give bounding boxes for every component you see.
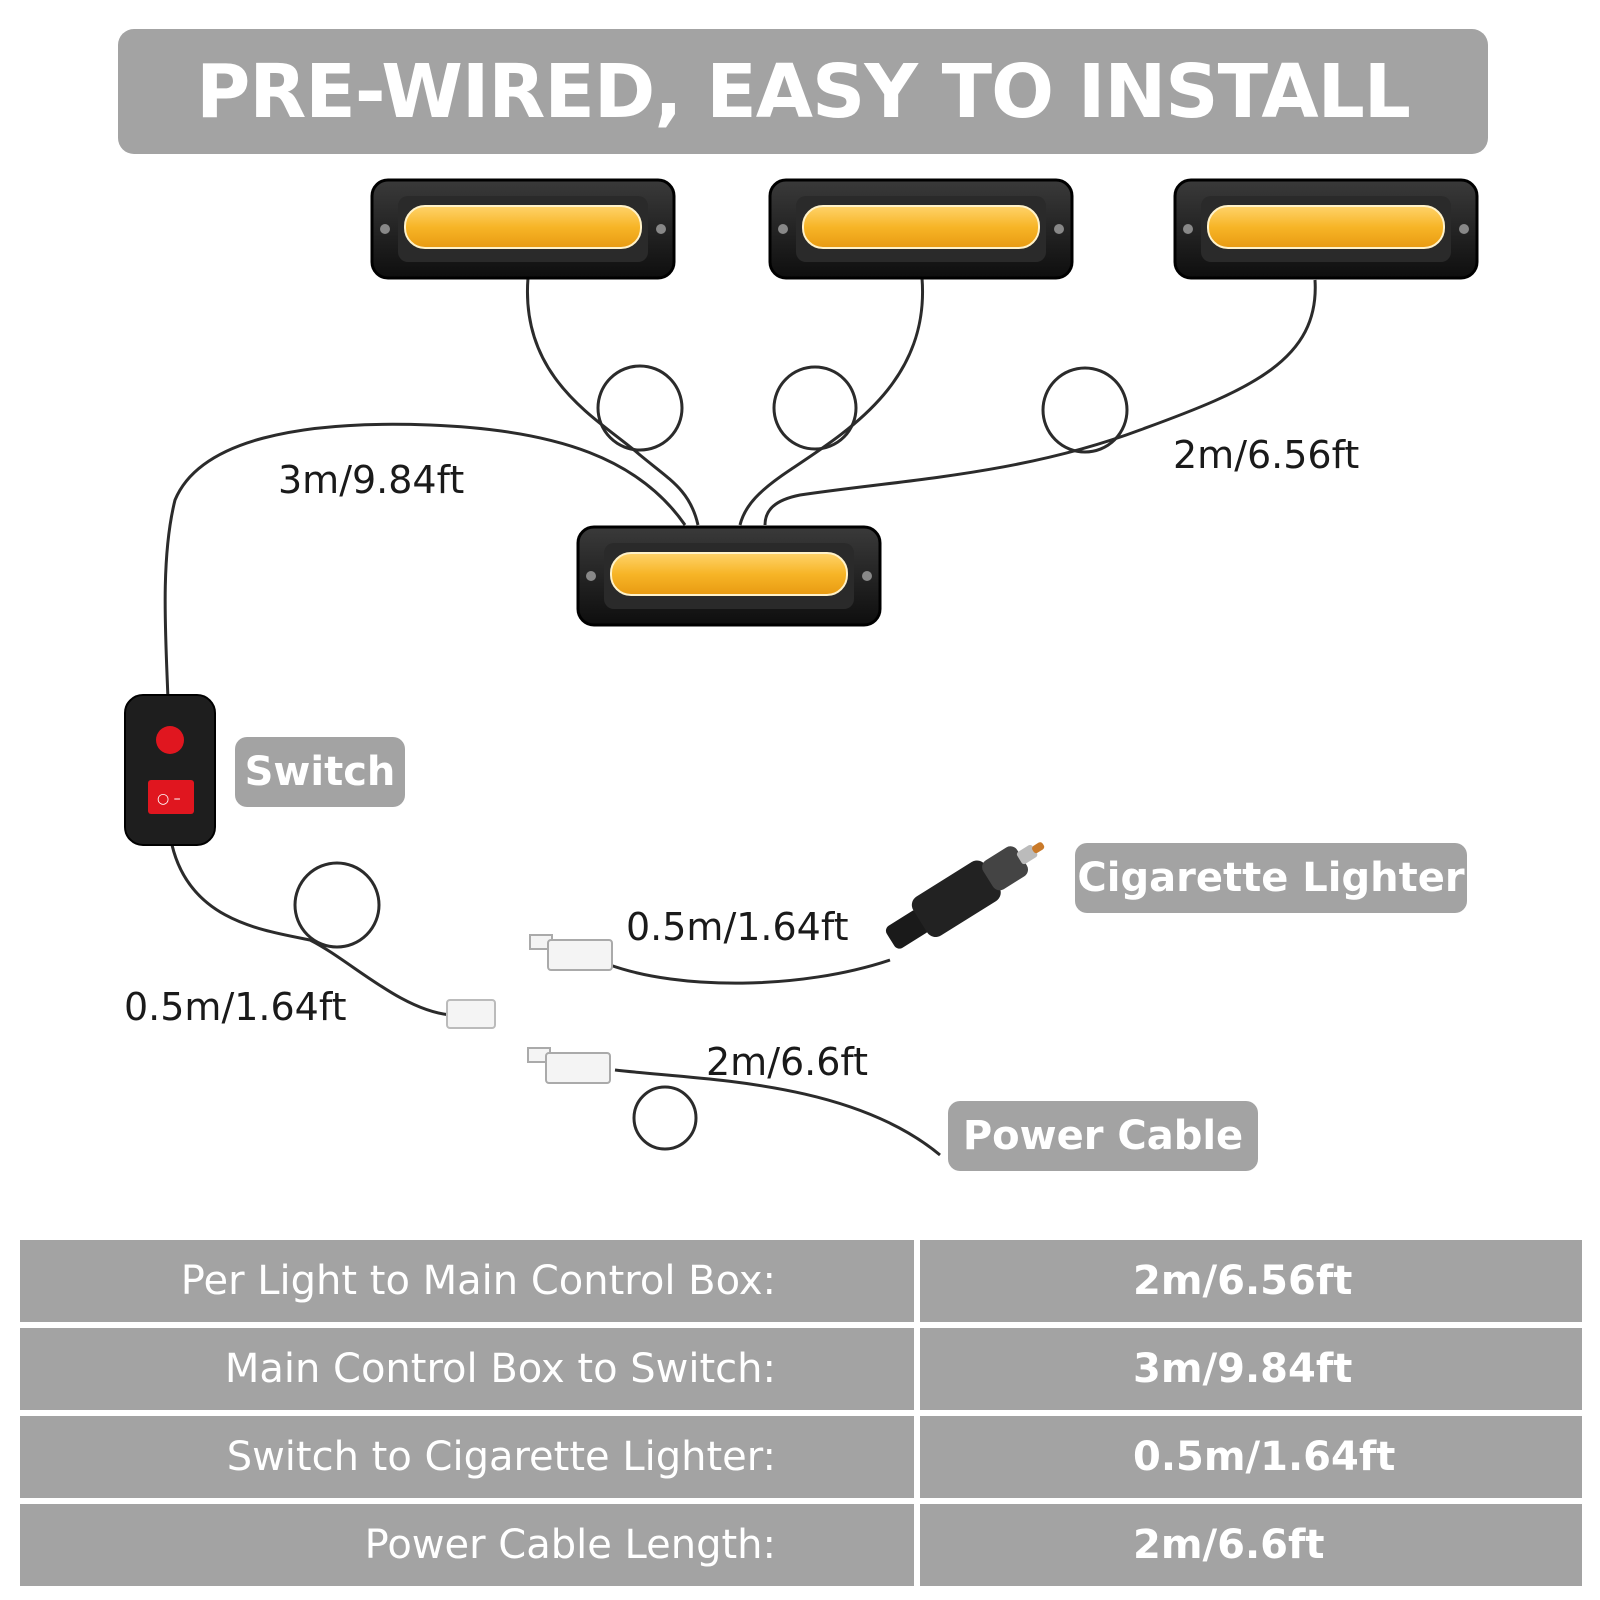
led-light-3	[1173, 178, 1479, 280]
spec-row: Power Cable Length: 2m/6.6ft	[20, 1504, 1582, 1586]
cable-coil-3	[1041, 366, 1129, 454]
tag-cigarette-lighter: Cigarette Lighter	[1075, 843, 1467, 913]
length-label-light-cable: 2m/6.56ft	[1173, 433, 1360, 477]
spec-row: Main Control Box to Switch: 3m/9.84ft	[20, 1328, 1582, 1410]
length-label-lighter-cable: 0.5m/1.64ft	[626, 905, 849, 949]
spec-table: Per Light to Main Control Box: 2m/6.56ft…	[20, 1240, 1582, 1586]
spec-row: Switch to Cigarette Lighter: 0.5m/1.64ft	[20, 1416, 1582, 1498]
switch-box: ○ –	[124, 694, 216, 846]
length-label-power-cable: 2m/6.6ft	[706, 1040, 869, 1084]
cable-coil-power	[632, 1085, 698, 1151]
connector-lighter-end	[529, 934, 613, 971]
led-light-1	[370, 178, 676, 280]
spec-label: Main Control Box to Switch:	[20, 1328, 914, 1410]
connector-power-end	[527, 1047, 611, 1084]
spec-value: 3m/9.84ft	[920, 1328, 1582, 1410]
length-label-switch-tail: 0.5m/1.64ft	[124, 985, 347, 1029]
spec-label: Switch to Cigarette Lighter:	[20, 1416, 914, 1498]
cable-main-to-switch	[163, 422, 687, 701]
cigarette-lighter-plug	[885, 842, 1045, 949]
cable-light-1	[526, 277, 700, 526]
title-banner: PRE-WIRED, EASY TO INSTALL	[118, 29, 1488, 154]
cable-coil-1	[596, 364, 684, 452]
cable-coil-2	[772, 365, 858, 451]
cable-coil-switch	[293, 861, 381, 949]
led-light-main	[576, 525, 882, 627]
cables	[163, 277, 1317, 1157]
connector-switch-end	[446, 999, 496, 1029]
page-title: PRE-WIRED, EASY TO INSTALL	[196, 48, 1411, 135]
cable-power	[614, 1068, 941, 1157]
spec-label: Power Cable Length:	[20, 1504, 914, 1586]
wiring-diagram: ○ –	[124, 178, 1479, 1157]
spec-row: Per Light to Main Control Box: 2m/6.56ft	[20, 1240, 1582, 1322]
tag-switch: Switch	[235, 737, 405, 807]
cable-light-3	[763, 279, 1317, 526]
cable-lighter	[609, 958, 891, 985]
tag-power-cable: Power Cable	[948, 1101, 1258, 1171]
spec-label: Per Light to Main Control Box:	[20, 1240, 914, 1322]
spec-value: 0.5m/1.64ft	[920, 1416, 1582, 1498]
length-label-switch-cable: 3m/9.84ft	[278, 458, 465, 502]
spec-value: 2m/6.6ft	[920, 1504, 1582, 1586]
led-light-2	[768, 178, 1074, 280]
spec-value: 2m/6.56ft	[920, 1240, 1582, 1322]
cable-light-2	[738, 277, 925, 526]
cable-switch-tail	[170, 844, 451, 1017]
svg-text:○ –: ○ –	[157, 791, 181, 807]
